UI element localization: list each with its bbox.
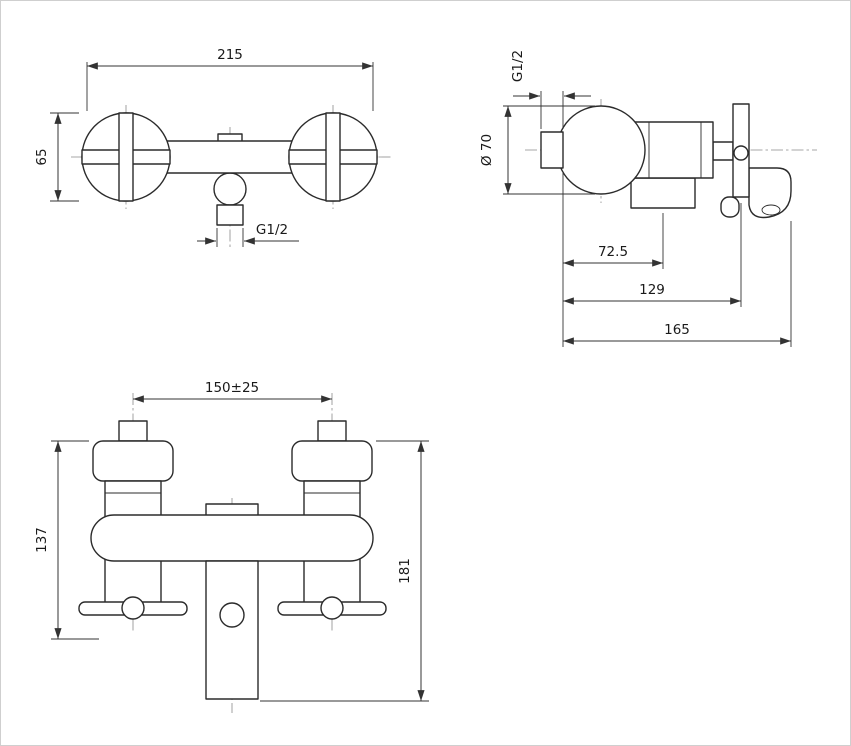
- dim-label-inlet-centers: 150±25: [205, 380, 259, 396]
- spout-arm: [748, 167, 792, 219]
- handle-housing: [92, 440, 174, 482]
- dimension-inlet-centers: 150±25: [133, 380, 332, 403]
- dimension-height-181: 181: [260, 440, 429, 702]
- dimension-inlet-thread: G1/2: [510, 50, 591, 129]
- dim-label-height: 65: [34, 148, 50, 165]
- diverter-knob: [720, 196, 740, 218]
- handle-right: [288, 112, 378, 202]
- aerator-cap: [205, 503, 259, 517]
- inlet-column-left: [92, 420, 174, 606]
- view-front-top: 215 65 G1/2: [34, 47, 391, 249]
- dimension-depth-72-5: 72.5: [562, 173, 664, 347]
- handle-hub: [320, 596, 344, 620]
- dim-label-inlet-thread: G1/2: [510, 50, 526, 82]
- diverter-ball: [213, 172, 247, 206]
- cross-handle-right: [277, 596, 387, 620]
- handle-housing: [291, 440, 373, 482]
- dim-label-width: 215: [217, 47, 243, 63]
- spout-outlet: [761, 204, 781, 216]
- view-front-bottom: 150±25 137 181: [34, 380, 429, 713]
- handle-arm-vertical: [325, 112, 341, 202]
- dimension-height-65: 65: [34, 112, 79, 202]
- spout-column: [205, 560, 259, 700]
- handle-top-cap: [317, 420, 347, 442]
- dim-label-height-1: 137: [34, 527, 50, 553]
- spout-boss: [219, 602, 245, 628]
- outlet-nipple: [216, 204, 244, 226]
- handle-screw: [733, 145, 749, 161]
- dimension-height-137: 137: [34, 440, 99, 640]
- dim-label-height-2: 181: [397, 558, 413, 584]
- cross-handle-left: [78, 596, 188, 620]
- dimension-width-215: 215: [86, 47, 374, 111]
- mixer-body-bar: [90, 514, 374, 562]
- handle-top-cap: [118, 420, 148, 442]
- dimension-flange-diameter: Ø 70: [479, 105, 595, 195]
- dim-label-outlet-thread: G1/2: [256, 222, 288, 238]
- handle-hub: [121, 596, 145, 620]
- view-side: G1/2 Ø 70 72.5 129 165: [479, 50, 817, 347]
- inlet-column-right: [291, 420, 373, 606]
- lower-housing: [630, 177, 696, 209]
- dimension-outlet-thread: G1/2: [197, 222, 299, 247]
- dim-label-depth-2: 129: [639, 282, 665, 298]
- dim-label-depth-1: 72.5: [598, 244, 628, 260]
- inlet-connector: [540, 131, 564, 169]
- dim-label-flange-diameter: Ø 70: [479, 134, 495, 166]
- wall-flange: [556, 105, 646, 195]
- dim-label-depth-3: 165: [664, 322, 690, 338]
- handle-arm-vertical: [118, 112, 134, 202]
- handle-connector: [712, 141, 734, 161]
- dimension-depth-165: 165: [563, 221, 792, 347]
- dimension-depth-129: 129: [563, 203, 742, 307]
- handle-left: [81, 112, 171, 202]
